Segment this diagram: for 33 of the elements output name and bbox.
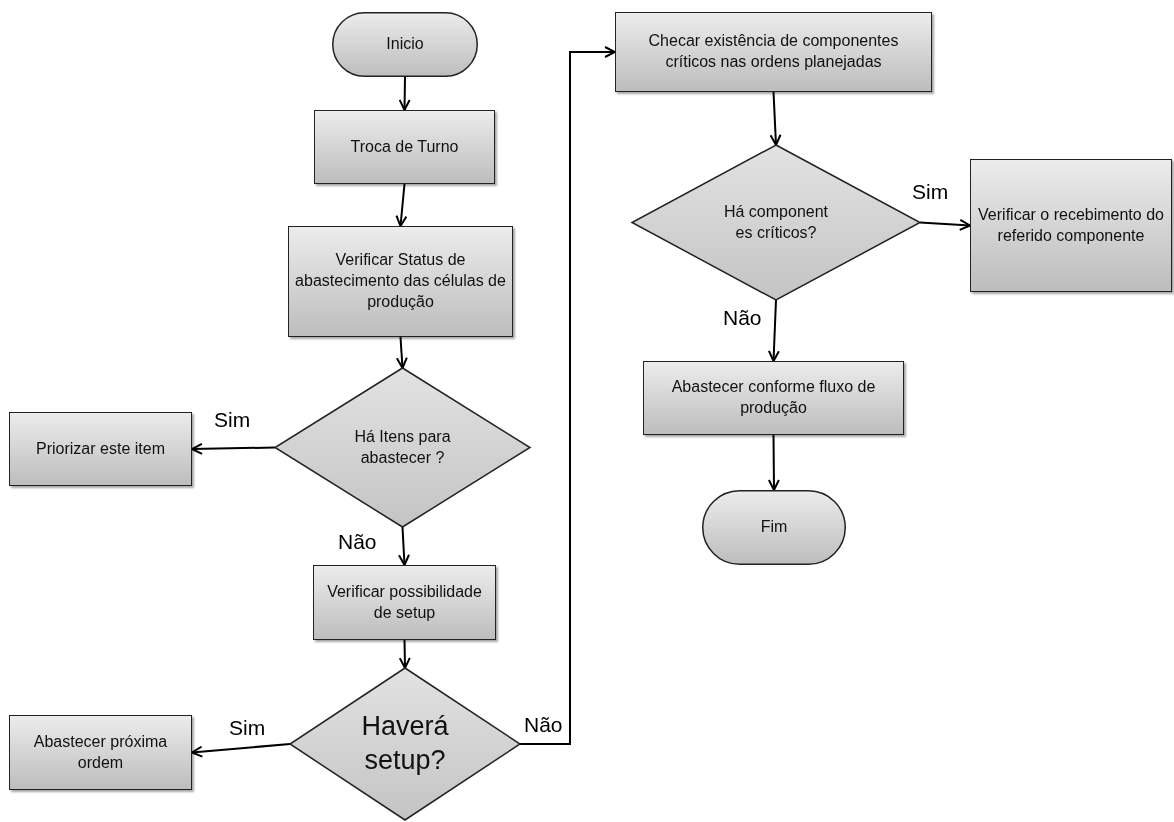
process-box	[970, 159, 1172, 292]
arrow	[767, 299, 780, 362]
node-label: Priorizar este item	[36, 438, 165, 459]
arrow	[395, 183, 408, 227]
process-box	[314, 110, 495, 184]
node-label: Fim	[760, 517, 788, 538]
arrow	[398, 639, 411, 669]
node-label: Checar existência de componentes críticos nas ordens planejadas	[647, 31, 900, 72]
arrow	[769, 91, 782, 146]
arrow	[398, 76, 411, 111]
process-box	[9, 412, 192, 486]
arrow	[519, 46, 616, 745]
node-label: Abastecer próxima ordem	[32, 731, 169, 773]
arrow	[398, 526, 410, 566]
node-label: Abastecer conforme fluxo de produção	[670, 377, 877, 418]
arrow	[919, 218, 971, 231]
node-label: Verificar o recebimento do referido componente	[977, 204, 1165, 246]
arrow	[191, 743, 291, 758]
process-box	[313, 565, 496, 640]
arrow	[395, 336, 408, 369]
process-box	[288, 226, 513, 337]
node-label: Haverá setup?	[360, 710, 450, 777]
process-box	[9, 715, 192, 790]
node-label: Verificar Status de abastecimento das células de produção	[295, 250, 506, 312]
node-label: Há component es críticos?	[722, 201, 830, 243]
arrow	[767, 434, 780, 491]
process-box	[643, 361, 904, 435]
node-label: Troca de Turno	[350, 136, 459, 157]
arrow	[191, 442, 276, 455]
node-label: Inicio	[386, 34, 424, 55]
node-label: Verificar possibilidade de setup	[326, 581, 483, 623]
process-box	[615, 12, 932, 92]
node-label: Há Itens para abastecer ?	[353, 426, 452, 468]
